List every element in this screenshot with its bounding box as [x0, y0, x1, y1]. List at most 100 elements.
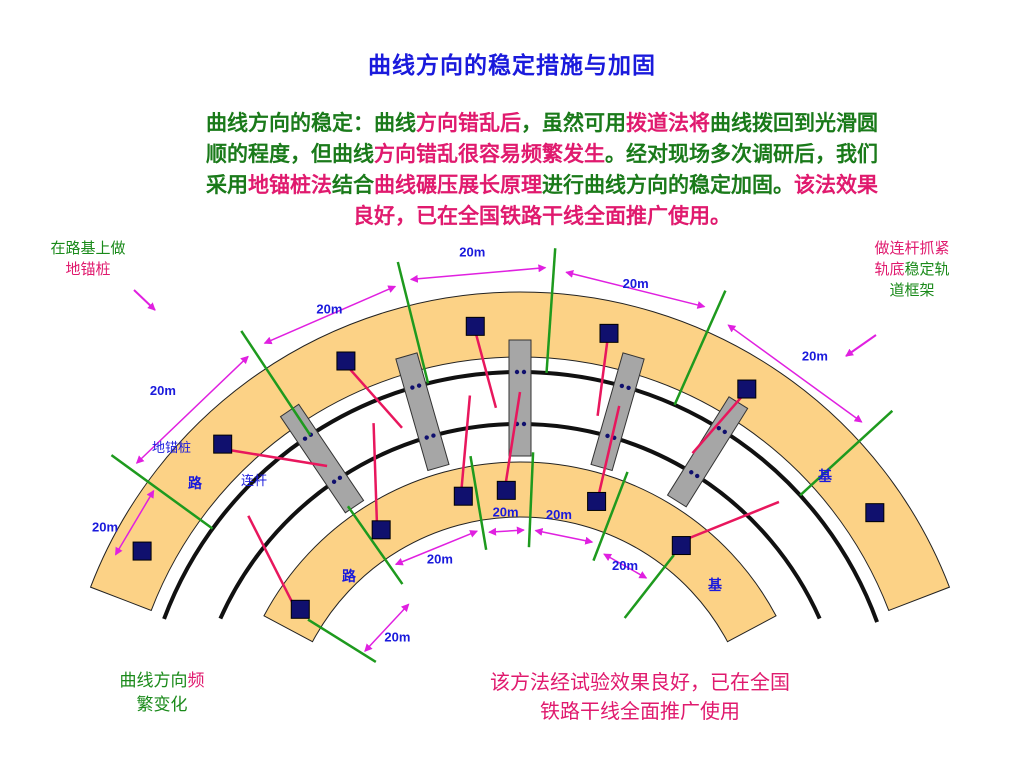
road-label-inner: 路 [342, 568, 357, 585]
desc-segment: 曲线碾压展长原理 [374, 173, 542, 197]
note-right: 做连杆抓紧 轨底稳定轨 道框架 [854, 238, 970, 301]
left-note-arrow [133, 289, 156, 311]
anchor-pile [453, 486, 473, 506]
tie-rod [348, 367, 403, 429]
dimension-label: 20m [546, 507, 572, 522]
desc-segment: 方向错乱很容易频繁发生 [374, 142, 605, 166]
inner-stake [592, 471, 629, 562]
description-paragraph: 曲线方向的稳定：曲线方向错乱后，虽然可用拨道法将曲线拨回到光滑圆 顺的程度，但曲… [122, 108, 962, 232]
sleeper-body [395, 352, 450, 472]
dimension-label: 20m [92, 519, 118, 534]
outer-stake [396, 261, 430, 384]
desc-segment: 良好，已在全国铁路干线全面推广使用。 [353, 204, 731, 228]
dimension-arrow [534, 528, 594, 545]
dimension-label: 20m [384, 630, 410, 645]
outer-stake [110, 454, 214, 530]
dimension-arrow [114, 489, 155, 556]
note-bottom-left: 曲线方向频 繁变化 [96, 669, 228, 717]
anchor-pile [496, 480, 516, 500]
note-bottom-left-line-2: 繁变化 [136, 695, 188, 715]
tie-rod [247, 515, 295, 606]
desc-segment: 进行曲线方向的稳定加固。 [542, 173, 794, 197]
outer-stake [240, 330, 312, 436]
base-label-inner: 基 [708, 577, 723, 594]
dimension-label: 20m [427, 551, 453, 566]
note-left-line-1: 在路基上做 [50, 239, 126, 257]
note-bl-seg: 频 [187, 671, 205, 691]
inner-stake [527, 452, 535, 548]
page-title: 曲线方向的稳定措施与加固 [368, 53, 656, 79]
desc-segment: 该法效果 [794, 173, 878, 197]
sleeper-bolt [716, 425, 722, 431]
anchor-pile [132, 541, 152, 561]
dimension-label: 20m [150, 383, 176, 398]
dimension-label: 20m [459, 244, 485, 259]
dimension-arrow [603, 553, 648, 579]
tie-rod [685, 500, 780, 541]
sleeper-body [279, 403, 365, 514]
sleeper-bolt [619, 383, 625, 389]
note-right-line-3: 道框架 [889, 281, 935, 299]
tie-rod [504, 391, 522, 483]
sleeper-bolt [431, 433, 436, 438]
anchor-pile [336, 351, 356, 371]
sleeper-bolt [695, 473, 700, 479]
right-note-arrow [845, 334, 877, 357]
sleeper-bolt [689, 470, 694, 475]
description-line-1: 曲线方向的稳定：曲线方向错乱后，虽然可用拨道法将曲线拨回到光滑圆 [122, 108, 962, 139]
note-left-line-2: 地锚桩 [65, 260, 111, 278]
sleeper-body [666, 396, 749, 508]
note-right-seg: 轨底 [874, 260, 905, 278]
tie-rod [474, 333, 498, 409]
note-bl-seg: 曲线方向 [119, 671, 188, 691]
desc-segment: 拨道法将 [626, 111, 710, 135]
sleeper-bolt [521, 421, 527, 427]
sleeper [395, 352, 450, 472]
sleeper-bolt [302, 436, 308, 441]
tie-rod-label: 连杆 [241, 473, 267, 489]
anchor-pile [587, 491, 607, 511]
sleeper-bolt [416, 383, 422, 388]
outer-stake [545, 248, 557, 374]
desc-segment: ，虽然可用 [521, 111, 626, 135]
desc-segment: 地锚桩法 [248, 173, 332, 197]
desc-segment: 。经对现场多次调研后，我们 [605, 142, 878, 166]
sleeper-bolt [337, 475, 343, 481]
desc-segment: 曲线拨回到光滑圆 [710, 111, 878, 135]
road-label-outer: 路 [188, 475, 203, 492]
note-bottom-left-line-1: 曲线方向频 [96, 669, 228, 693]
inner-stake [346, 505, 404, 585]
description-line-4: 良好，已在全国铁路干线全面推广使用。 [122, 201, 962, 232]
inner-edge-stake [307, 618, 377, 663]
sleeper [666, 396, 749, 508]
sleeper-bolt [521, 369, 527, 375]
conclusion-line-1: 该方法经试验效果良好，已在全国 [490, 670, 790, 694]
sleeper-bolt [605, 433, 610, 439]
anchor-pile [737, 379, 757, 399]
dimension-label: 20m [612, 558, 638, 573]
inner-stake [469, 455, 488, 551]
anchor-pile [865, 503, 885, 523]
sleeper-bolt [410, 385, 415, 390]
conclusion-line-2: 铁路干线全面推广使用 [540, 699, 740, 723]
anchor-pile-label: 地锚桩 [152, 441, 191, 456]
anchor-pile [599, 323, 619, 343]
anchor-pile [213, 434, 233, 454]
note-right-line-1: 做连杆抓紧 [874, 239, 950, 257]
tie-rod [597, 405, 621, 495]
anchor-pile [371, 520, 391, 540]
stakes-layer [110, 248, 894, 663]
dimension-label: 20m [623, 276, 649, 291]
dimension-arrow [565, 270, 706, 309]
sleeper [279, 403, 365, 514]
description-line-2: 顺的程度，但曲线方向错乱很容易频繁发生。经对现场多次调研后，我们 [122, 139, 962, 170]
outer-stake [799, 409, 894, 497]
note-left: 在路基上做 地锚桩 [30, 238, 146, 280]
note-right-seg: 稳定轨 [904, 260, 950, 278]
sleeper-bolt [626, 385, 631, 391]
sleeper-bolt [722, 429, 727, 435]
conclusion-text: 该方法经试验效果良好，已在全国 铁路干线全面推广使用 [420, 668, 860, 726]
anchor-pile [465, 316, 485, 336]
